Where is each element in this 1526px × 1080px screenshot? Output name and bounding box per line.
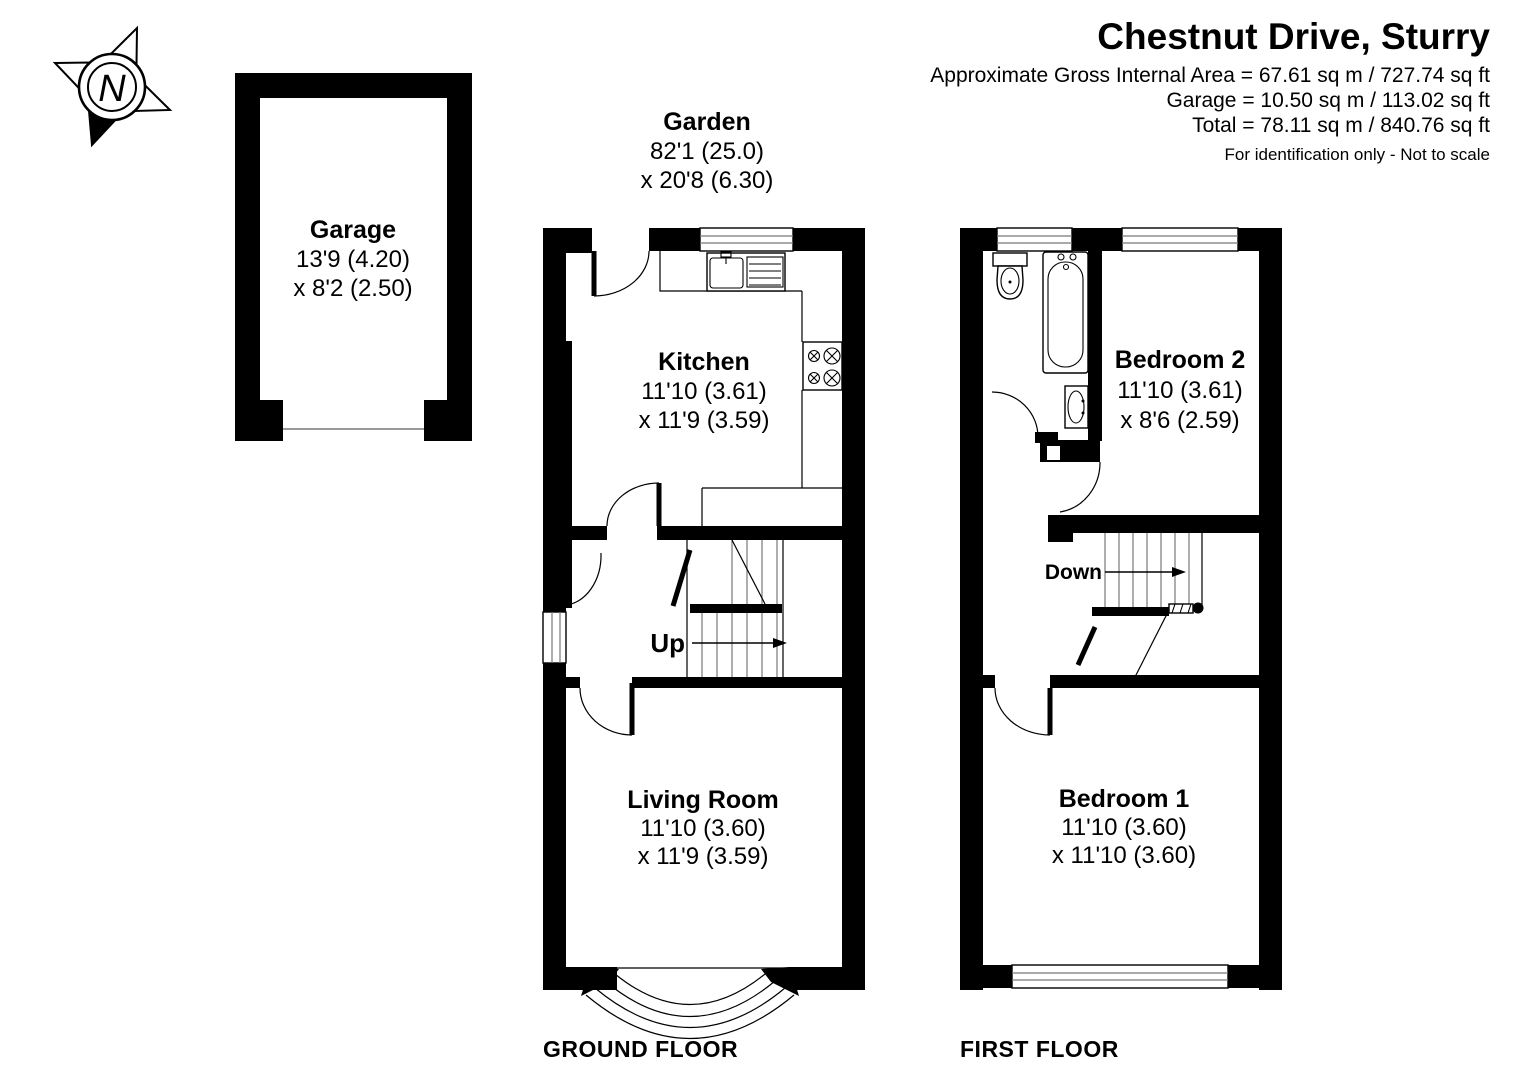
bedroom2-label: Bedroom 2 bbox=[1115, 346, 1246, 374]
first-floor-plan: Down bbox=[960, 227, 1282, 1062]
ground-floor-walls bbox=[543, 228, 865, 990]
bedroom1-door bbox=[994, 687, 1053, 736]
bedroom1-window bbox=[1011, 964, 1229, 989]
living-room-label: Living Room bbox=[627, 786, 778, 814]
garden-dim-1: 82'1 (25.0) bbox=[650, 138, 764, 165]
bedroom1-dim-2: x 11'10 (3.60) bbox=[1052, 842, 1196, 869]
sink-icon bbox=[706, 251, 786, 292]
hall-window bbox=[542, 611, 567, 664]
down-label: Down bbox=[1045, 561, 1102, 584]
down-arrow-head bbox=[1172, 567, 1186, 577]
page-title: Chestnut Drive, Sturry bbox=[1097, 16, 1490, 57]
bedroom2-window bbox=[1121, 227, 1239, 252]
ground-floor-caption: GROUND FLOOR bbox=[543, 1036, 738, 1062]
kitchen-counter bbox=[659, 251, 842, 526]
bedroom1-label: Bedroom 1 bbox=[1059, 785, 1190, 813]
kitchen-window bbox=[699, 227, 794, 252]
gross-area-line: Approximate Gross Internal Area = 67.61 … bbox=[930, 63, 1490, 87]
landing-door-leaf bbox=[1075, 625, 1098, 667]
hall-door bbox=[564, 549, 693, 607]
garage-dim-1: 13'9 (4.20) bbox=[296, 246, 410, 273]
compass-north-label: N bbox=[98, 68, 126, 110]
garage-area-line: Garage = 10.50 sq m / 113.02 sq ft bbox=[1166, 88, 1490, 112]
bedroom2-dim-1: 11'10 (3.61) bbox=[1117, 377, 1243, 404]
stair-handrail bbox=[1168, 602, 1204, 614]
toilet-icon bbox=[992, 252, 1028, 300]
living-room-door bbox=[579, 683, 635, 736]
up-label: Up bbox=[650, 628, 685, 658]
bedroom1-dim-1: 11'10 (3.60) bbox=[1061, 814, 1187, 841]
first-floor-caption: FIRST FLOOR bbox=[960, 1036, 1119, 1062]
living-room-dim-2: x 11'9 (3.59) bbox=[638, 843, 769, 870]
staircase-down: Down bbox=[1045, 533, 1204, 678]
staircase-up: Up bbox=[650, 538, 787, 677]
hob-icon bbox=[802, 341, 843, 391]
back-door bbox=[591, 250, 650, 297]
living-room-dim-1: 11'10 (3.60) bbox=[640, 815, 766, 842]
garage-plan: Garage 13'9 (4.20) x 8'2 (2.50) bbox=[235, 73, 472, 441]
kitchen-dim-2: x 11'9 (3.59) bbox=[639, 407, 770, 434]
garden-dim-2: x 20'8 (6.30) bbox=[641, 167, 774, 194]
total-area-line: Total = 78.11 sq m / 840.76 sq ft bbox=[1192, 113, 1490, 137]
garden-label: Garden bbox=[663, 108, 751, 136]
kitchen-dim-1: 11'10 (3.61) bbox=[641, 378, 767, 405]
disclaimer-note: For identification only - Not to scale bbox=[1224, 144, 1490, 164]
bathroom-window bbox=[996, 227, 1073, 252]
garage-walls bbox=[235, 73, 472, 441]
kitchen-door bbox=[606, 482, 662, 527]
plan-header: Chestnut Drive, Sturry Approximate Gross… bbox=[930, 16, 1490, 165]
bedroom2-door bbox=[1059, 461, 1101, 513]
garage-label: Garage bbox=[310, 216, 396, 244]
bedroom2-dim-2: x 8'6 (2.59) bbox=[1120, 407, 1239, 434]
kitchen-label: Kitchen bbox=[658, 348, 750, 376]
first-floor-walls bbox=[960, 228, 1282, 990]
compass-inner-circle bbox=[87, 62, 137, 112]
compass-icon: N bbox=[52, 25, 173, 148]
garage-dim-2: x 8'2 (2.50) bbox=[293, 275, 412, 302]
basin-icon bbox=[1064, 385, 1089, 429]
up-arrow-head bbox=[773, 638, 787, 648]
bay-window bbox=[581, 967, 799, 1040]
bathroom-door bbox=[991, 391, 1039, 438]
bathtub-icon bbox=[1042, 251, 1089, 374]
ground-floor-plan: Garden 82'1 (25.0) x 20'8 (6.30) bbox=[542, 108, 865, 1062]
